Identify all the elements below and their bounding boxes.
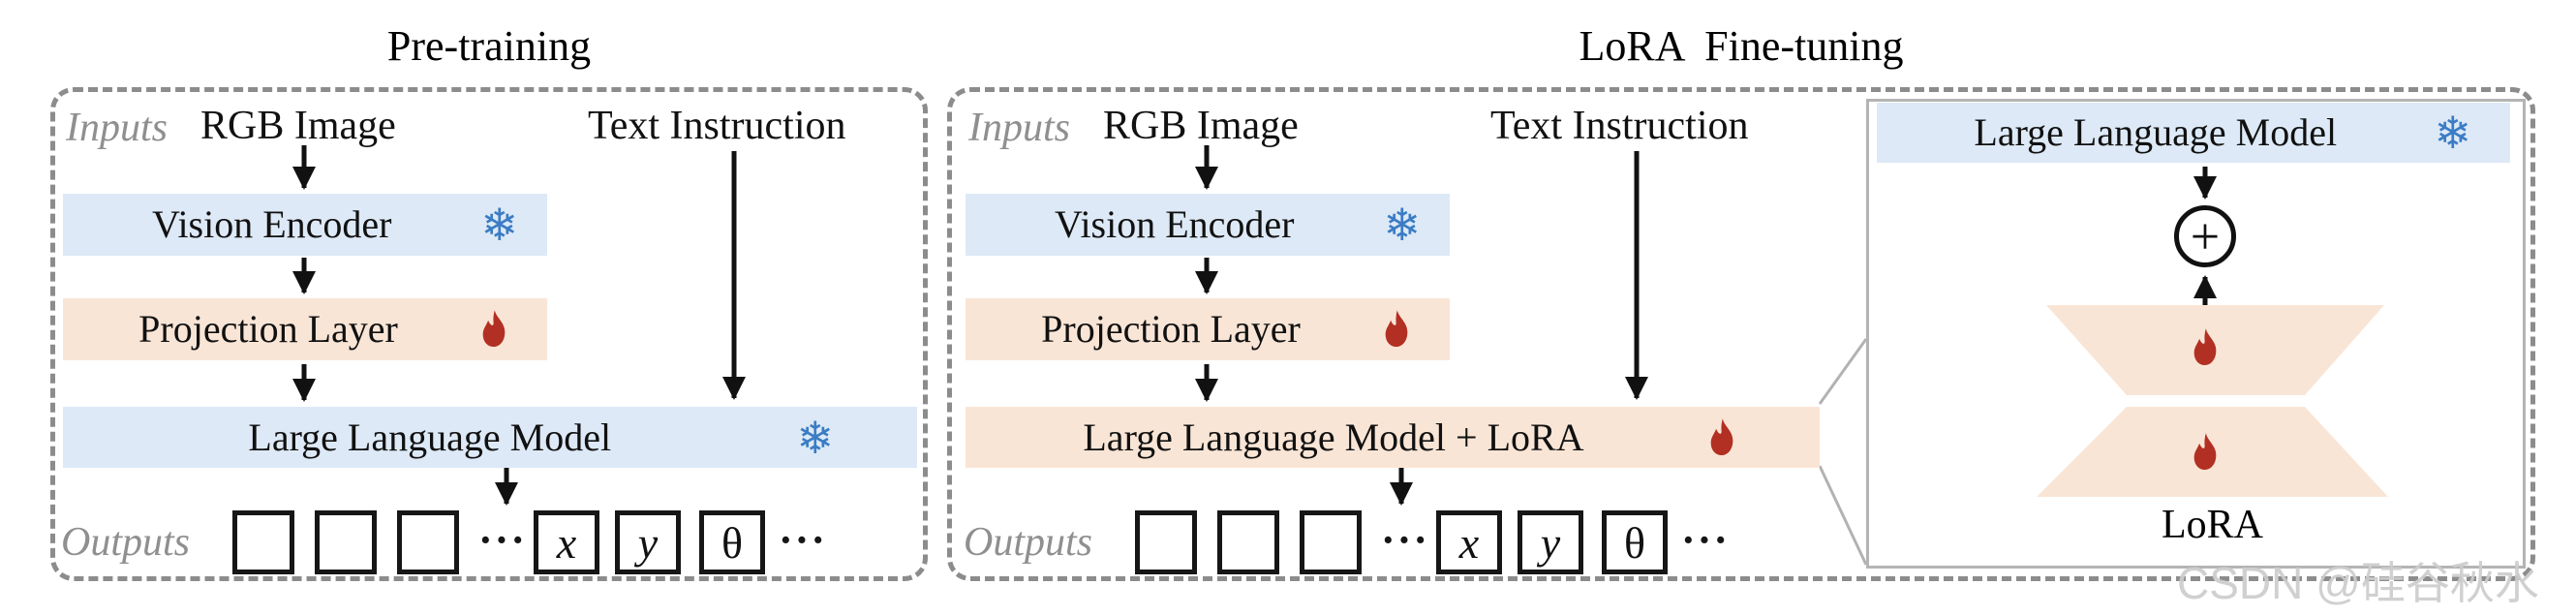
token-theta-right: θ	[1602, 510, 1668, 574]
inputs-label-left: Inputs	[66, 106, 168, 150]
add-operator-circle: +	[2174, 205, 2236, 267]
pretraining-title: Pre-training	[386, 22, 592, 70]
snowflake-frozen-icon: ❄	[480, 199, 518, 251]
lora-finetuning-title: LoRA Fine-tuning	[1579, 22, 1904, 70]
projection-layer-text-left: Projection Layer	[138, 307, 398, 351]
output-token-square	[315, 510, 377, 574]
token-y-left: y	[615, 510, 681, 574]
lora-label: LoRA	[2162, 503, 2263, 547]
token-theta-left: θ	[699, 510, 765, 574]
inputs-label-right: Inputs	[968, 106, 1070, 150]
ellipsis: ···	[1680, 516, 1731, 564]
flame-trainable-icon	[2185, 323, 2225, 372]
vision-encoder-text-left: Vision Encoder	[151, 202, 392, 246]
outputs-label-left: Outputs	[61, 520, 191, 565]
text-instruction-label-left: Text Instruction	[588, 104, 846, 148]
projection-layer-text-right: Projection Layer	[1041, 307, 1301, 351]
snowflake-frozen-icon: ❄	[2434, 107, 2471, 159]
snowflake-frozen-icon: ❄	[1383, 199, 1421, 251]
snowflake-frozen-icon: ❄	[796, 411, 834, 464]
vision-encoder-text-right: Vision Encoder	[1054, 202, 1295, 246]
projection-layer-bar-left: Projection Layer	[63, 298, 547, 360]
token-x-left: x	[534, 510, 599, 574]
llm-text-inset: Large Language Model	[1974, 110, 2338, 154]
pretraining-panel	[50, 87, 928, 581]
token-y-right: y	[1518, 510, 1583, 574]
flame-trainable-icon	[2185, 428, 2225, 477]
llm-bar-left: Large Language Model ❄	[63, 407, 917, 468]
ellipsis: ···	[778, 516, 828, 564]
rgb-image-label-right: RGB Image	[1103, 104, 1299, 148]
output-token-square	[1217, 510, 1279, 574]
output-token-square	[397, 510, 459, 574]
finetuning-panel	[947, 87, 2535, 581]
text-instruction-label-right: Text Instruction	[1490, 104, 1749, 148]
output-token-square	[1135, 510, 1197, 574]
output-token-square	[232, 510, 294, 574]
flame-trainable-icon	[1376, 305, 1417, 354]
vision-encoder-bar-right: Vision Encoder ❄	[966, 194, 1450, 256]
vision-encoder-bar-left: Vision Encoder ❄	[63, 194, 547, 256]
llm-text-left: Large Language Model	[248, 415, 612, 459]
llm-lora-bar: Large Language Model + LoRA	[966, 407, 1820, 468]
llm-bar-inset: Large Language Model ❄	[1877, 103, 2510, 163]
ellipsis: ···	[1380, 516, 1430, 564]
outputs-label-right: Outputs	[964, 520, 1093, 565]
csdn-watermark: CSDN @硅谷秋水	[2177, 558, 2539, 608]
ellipsis: ···	[477, 516, 528, 564]
flame-trainable-icon	[1702, 414, 1742, 462]
output-token-square	[1300, 510, 1362, 574]
flame-trainable-icon	[474, 305, 514, 354]
rgb-image-label-left: RGB Image	[200, 104, 396, 148]
projection-layer-bar-right: Projection Layer	[966, 298, 1450, 360]
plus-sign: +	[2190, 207, 2221, 265]
llm-lora-text: Large Language Model + LoRA	[1083, 415, 1584, 459]
token-x-right: x	[1436, 510, 1502, 574]
